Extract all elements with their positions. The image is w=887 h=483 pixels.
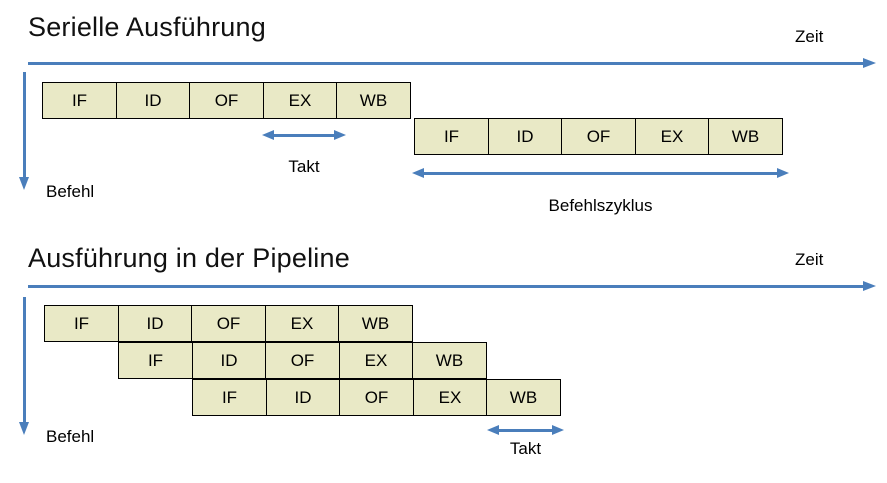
stage-row: IF ID OF EX WB bbox=[414, 118, 783, 155]
stage-cell: EX bbox=[412, 379, 488, 416]
stage-cell: OF bbox=[265, 342, 340, 379]
stage-cell: ID bbox=[487, 118, 563, 155]
time-axis-pipeline bbox=[28, 281, 876, 293]
time-axis-line bbox=[28, 285, 864, 288]
time-axis-label-pipeline: Zeit bbox=[795, 250, 824, 269]
arrow-left-icon bbox=[412, 168, 424, 178]
stage-cell: WB bbox=[708, 118, 783, 155]
stage-cell: EX bbox=[264, 305, 340, 342]
measure-line bbox=[498, 429, 553, 432]
stage-cell: ID bbox=[191, 342, 267, 379]
stage-cell: WB bbox=[486, 379, 561, 416]
time-axis-label-serial: Zeit bbox=[795, 27, 824, 46]
instruction-cycle-label: Befehlszyklus bbox=[548, 196, 653, 215]
arrow-down-icon bbox=[19, 177, 29, 190]
stage-cell: IF bbox=[118, 342, 193, 379]
stage-row: IF ID OF EX WB bbox=[42, 82, 411, 119]
stage-cell: ID bbox=[265, 379, 341, 416]
stage-cell: IF bbox=[44, 305, 119, 342]
stage-row: IF ID OF EX WB bbox=[118, 342, 487, 379]
measure-line bbox=[273, 134, 335, 137]
arrow-down-icon bbox=[19, 422, 29, 435]
stage-cell: WB bbox=[336, 82, 411, 119]
section-title-serial: Serielle Ausführung bbox=[28, 12, 266, 42]
section-title-pipeline: Ausführung in der Pipeline bbox=[28, 243, 350, 273]
time-axis-line bbox=[28, 62, 864, 65]
arrow-right-icon bbox=[777, 168, 789, 178]
clock-label-serial: Takt bbox=[288, 157, 320, 176]
arrow-right-icon bbox=[863, 58, 876, 68]
stage-cell: IF bbox=[414, 118, 489, 155]
stage-cell: IF bbox=[42, 82, 117, 119]
stage-cell: OF bbox=[189, 82, 264, 119]
stage-row: IF ID OF EX WB bbox=[192, 379, 561, 416]
measure-line bbox=[423, 172, 778, 175]
arrow-right-icon bbox=[863, 281, 876, 291]
clock-label-pipeline: Takt bbox=[509, 439, 542, 458]
stage-cell: OF bbox=[561, 118, 636, 155]
stage-cell: IF bbox=[192, 379, 267, 416]
stage-cell: WB bbox=[338, 305, 413, 342]
instruction-axis-line bbox=[23, 297, 26, 423]
stage-cell: OF bbox=[191, 305, 266, 342]
stage-cell: EX bbox=[338, 342, 414, 379]
arrow-right-icon bbox=[334, 130, 346, 140]
stage-cell: ID bbox=[115, 82, 191, 119]
instruction-axis-label-serial: Befehl bbox=[46, 182, 95, 201]
stage-cell: WB bbox=[412, 342, 487, 379]
stage-cell: EX bbox=[262, 82, 338, 119]
time-axis-serial bbox=[28, 58, 876, 70]
instruction-axis-pipeline bbox=[19, 297, 31, 435]
clock-measure-arrow-pipeline bbox=[487, 425, 564, 437]
instruction-axis-line bbox=[23, 72, 26, 178]
instruction-cycle-measure-arrow bbox=[412, 168, 789, 180]
instruction-axis-label-pipeline: Befehl bbox=[46, 427, 95, 446]
arrow-right-icon bbox=[552, 425, 564, 435]
stage-cell: EX bbox=[634, 118, 710, 155]
stage-cell: OF bbox=[339, 379, 414, 416]
arrow-left-icon bbox=[487, 425, 499, 435]
clock-measure-arrow-serial bbox=[262, 130, 346, 142]
arrow-left-icon bbox=[262, 130, 274, 140]
instruction-axis-serial bbox=[19, 72, 31, 190]
stage-cell: ID bbox=[117, 305, 193, 342]
stage-row: IF ID OF EX WB bbox=[44, 305, 413, 342]
